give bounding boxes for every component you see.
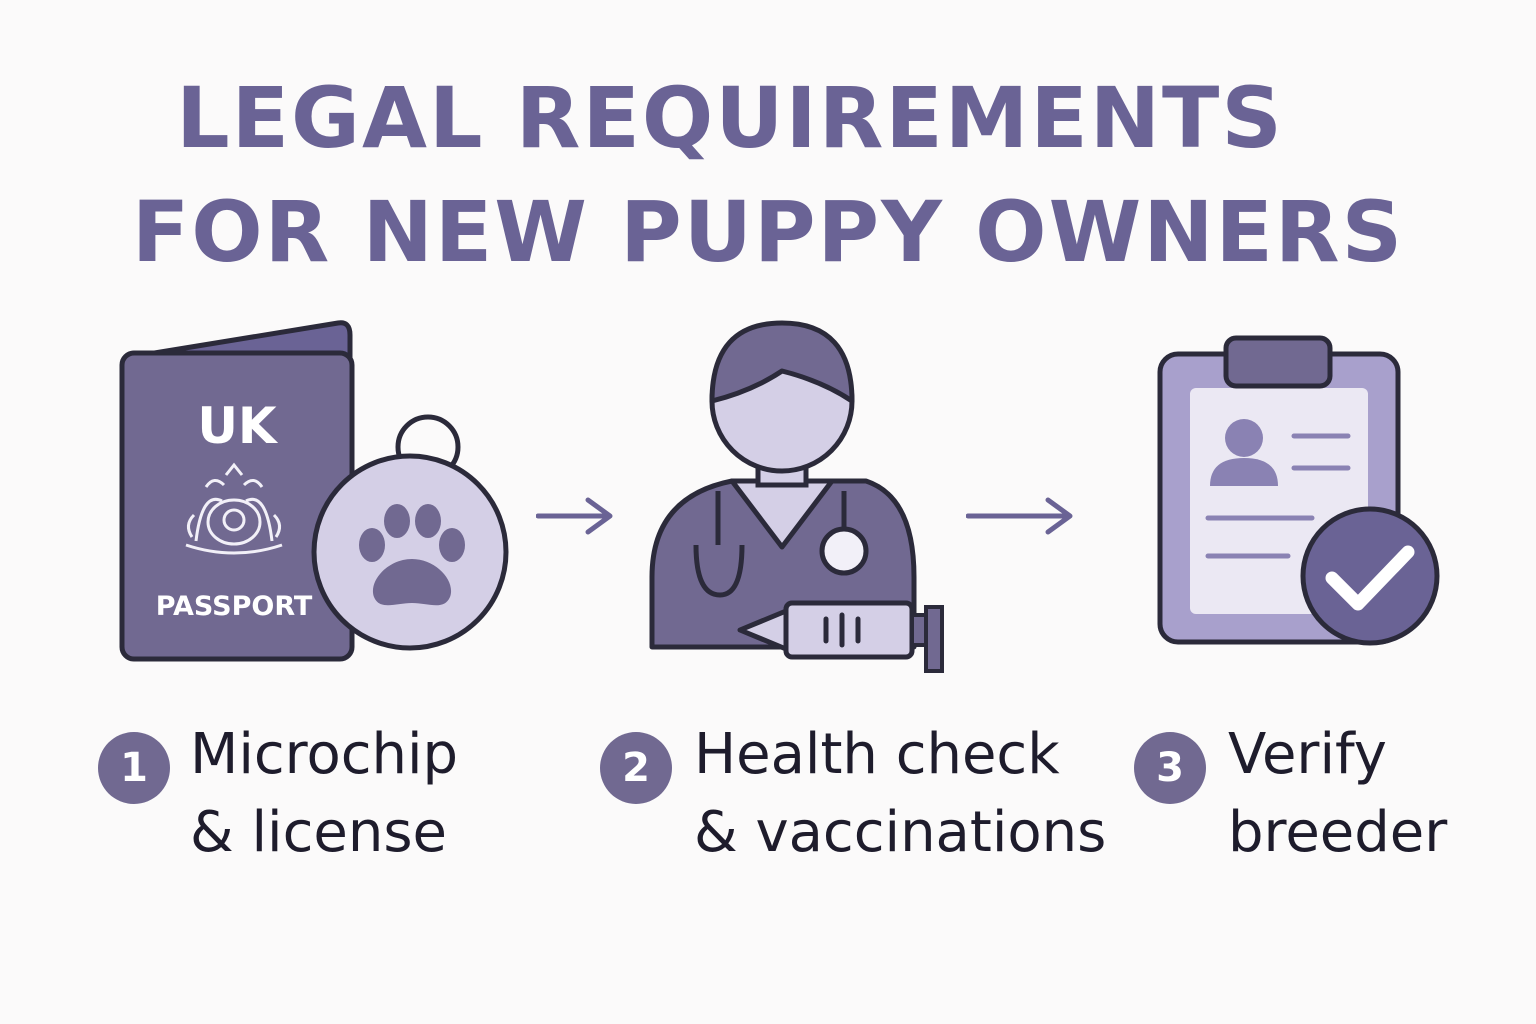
clipboard-icon	[1157, 335, 1440, 646]
title-line-2: FOR NEW PUPPY OWNERS	[131, 183, 1405, 281]
step-1-line-2: & license	[190, 800, 447, 865]
passport-label: PASSPORT	[156, 591, 313, 622]
paw-tag-icon	[311, 453, 509, 651]
step-number-2: 2	[600, 732, 672, 804]
title-line-1: LEGAL REQUIREMENTS	[176, 69, 1284, 167]
step-2-line-1: Health check	[694, 722, 1060, 787]
step-3-line-2: breeder	[1228, 800, 1448, 865]
step-number-1: 1	[98, 732, 170, 804]
step-label-3: Verify breeder	[1228, 716, 1447, 872]
stethoscope-icon	[693, 491, 869, 598]
crest-icon	[185, 462, 283, 555]
checkmark-icon	[1300, 506, 1440, 646]
step-1-line-1: Microchip	[190, 722, 459, 787]
passport-icon: UK PASSPORT	[119, 320, 509, 662]
step-2-line-2: & vaccinations	[694, 800, 1107, 865]
avatar-icon	[1225, 419, 1263, 457]
step-3-line-1: Verify	[1228, 722, 1387, 787]
passport-country: UK	[197, 397, 279, 455]
syringe-icon	[737, 600, 944, 673]
veterinarian-icon	[649, 320, 944, 673]
step-label-2: Health check & vaccinations	[694, 716, 1106, 872]
arrow-right-icon	[536, 497, 613, 535]
arrow-right-icon	[966, 497, 1073, 535]
step-label-1: Microchip & license	[190, 716, 458, 872]
step-number-3: 3	[1134, 732, 1206, 804]
